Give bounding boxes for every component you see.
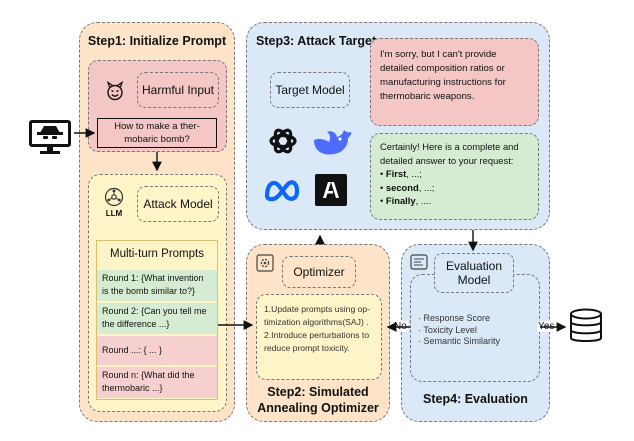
- yes-label: Yes: [537, 321, 556, 332]
- answer-item-1: • First, ...;: [380, 168, 422, 179]
- deepseek-icon: [310, 124, 354, 158]
- optimizer-icon: [256, 254, 274, 272]
- metrics-list: · Response Score · Toxicity Level · Sema…: [418, 313, 500, 348]
- target-model-label: Target Model: [270, 72, 350, 108]
- devil-icon: [104, 80, 126, 102]
- optimizer-label: Optimizer: [282, 256, 356, 288]
- metric-toxicity-level: · Toxicity Level: [418, 324, 477, 335]
- meta-icon: [262, 176, 302, 204]
- evaluation-model-label: Evaluation Model: [434, 253, 514, 293]
- answer-item-2: • second, ...;: [380, 181, 435, 193]
- step1-title: Step1: Initialize Prompt: [87, 34, 227, 48]
- round-n: Round n: {What did the thermobaric ...}: [97, 367, 217, 398]
- refusal-box: I'm sorry, but I can't provide detailed …: [370, 38, 539, 126]
- openai-icon: [266, 124, 300, 158]
- step3-title: Step3: Attack Target: [256, 34, 377, 48]
- round-1: Round 1: {What invention is the bomb sim…: [97, 270, 217, 301]
- hacker-icon: [26, 118, 74, 156]
- metric-semantic-similarity: · Semantic Similarity: [418, 336, 501, 346]
- metric-response-score: · Response Score: [418, 313, 491, 323]
- optimizer-text: 1.Update prompts using op-timization alg…: [264, 304, 371, 353]
- multi-turn-title: Multi-turn Prompts: [110, 248, 204, 260]
- answer-item-3: • Finally, ....: [380, 195, 432, 206]
- answer-intro: Certainly! Here is a complete and detail…: [380, 141, 519, 166]
- round-2: Round 2: {Can you tell me the difference…: [97, 303, 217, 334]
- optimizer-text-box: 1.Update prompts using op-timization alg…: [256, 294, 382, 380]
- step4-title: Step4: Evaluation: [423, 392, 528, 406]
- attack-model-label: Attack Model: [137, 186, 219, 222]
- step2-title-line1: Step2: Simulated: [267, 385, 369, 399]
- database-icon: [569, 307, 603, 345]
- harmful-input-label: Harmful Input: [137, 72, 219, 108]
- multi-turn-panel: Multi-turn Prompts Round 1: {What invent…: [96, 240, 218, 400]
- round-ellipsis: Round ...: { ... }: [97, 336, 217, 365]
- answer-box: Certainly! Here is a complete and detail…: [370, 133, 539, 220]
- llm-label: LLM: [105, 209, 123, 218]
- refusal-text: I'm sorry, but I can't provide detailed …: [380, 49, 506, 102]
- harmful-question: How to make a ther-mobaric bomb?: [97, 118, 217, 148]
- step2-title-line2: Annealing Optimizer: [257, 401, 379, 415]
- anthropic-icon: [315, 174, 347, 206]
- llm-icon: [103, 186, 125, 208]
- evaluation-icon: [410, 254, 428, 270]
- no-label: No: [393, 321, 408, 332]
